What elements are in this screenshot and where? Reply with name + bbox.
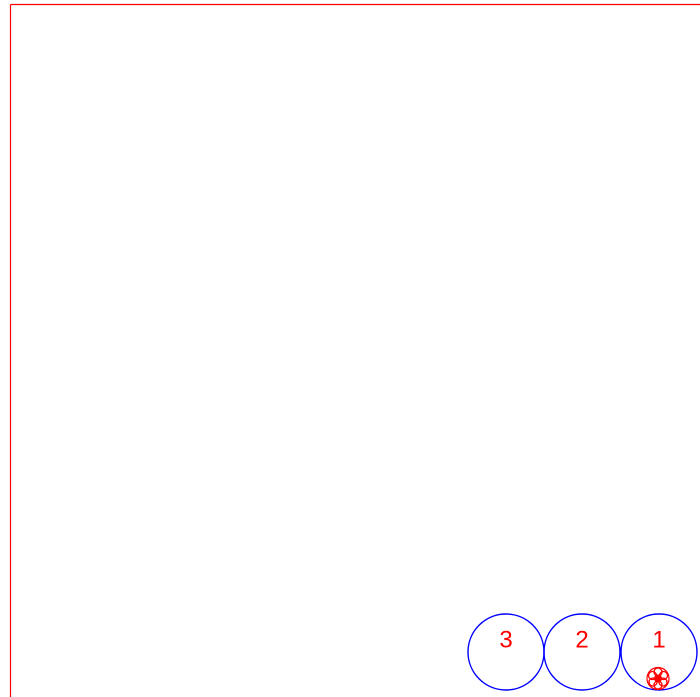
- circle-3-group: 3: [468, 614, 544, 690]
- circle-3-label: 3: [499, 626, 512, 653]
- outer-frame: [11, 5, 700, 697]
- flower-cluster-icon: [647, 668, 669, 690]
- circle-2-label: 2: [575, 626, 588, 653]
- circle-2-group: 2: [544, 614, 620, 690]
- cluster-center: [655, 675, 662, 682]
- circle-1-label: 1: [652, 626, 665, 653]
